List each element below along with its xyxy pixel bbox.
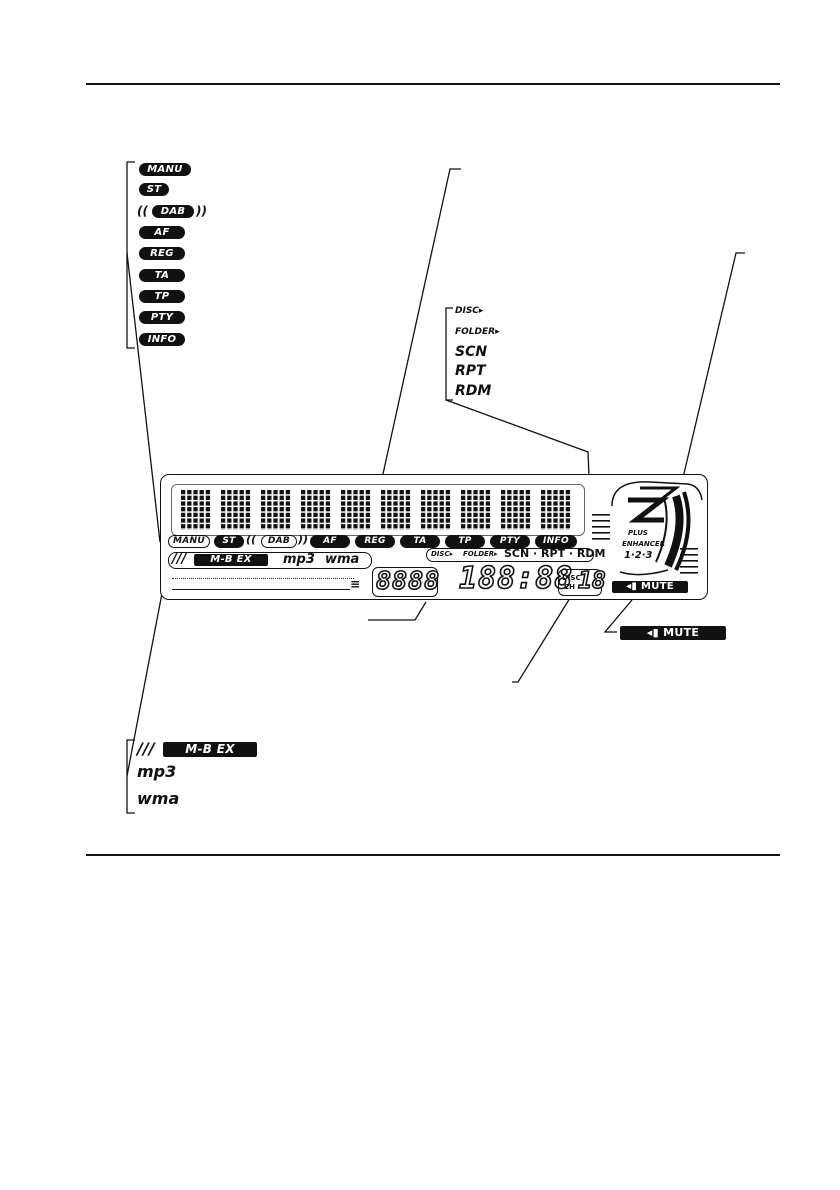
lcd-playmode-strip (426, 548, 594, 562)
tp-indicator: TP (139, 290, 185, 303)
lcd-pty: PTY (490, 535, 530, 548)
matrix-char (301, 490, 332, 530)
af-indicator: AF (139, 226, 185, 239)
top-rule (86, 83, 780, 85)
lcd-mbex: M-B EX (194, 554, 268, 566)
dab-indicator: DAB (152, 205, 194, 218)
mp3-indicator: mp3 (137, 762, 177, 781)
lcd-small-digits: 8888 (375, 565, 441, 596)
lcd-small-digit-box (372, 567, 438, 597)
matrix-char (461, 490, 492, 530)
lcd-mute: ◂▮ MUTE (612, 581, 688, 593)
matrix-char (341, 490, 372, 530)
lcd-disc-label: DISC (562, 574, 581, 582)
lcd-audio-strip (168, 552, 372, 569)
matrix-char (501, 490, 532, 530)
st-indicator: ST (139, 183, 169, 196)
lcd-mbex-bars-icon: /// (172, 552, 187, 567)
lcd-large-digits: 188:88 (458, 560, 574, 597)
matrix-char (381, 490, 412, 530)
wma-indicator: wma (137, 789, 180, 808)
enhancer-label: ENHANCER (622, 540, 666, 548)
lcd-disc-ch-box (558, 569, 602, 596)
manu-indicator: MANU (139, 163, 191, 176)
bottom-rule (86, 854, 780, 856)
dab-wave-right-icon: )) (196, 204, 207, 218)
enhancer-levels: 1·2·3 (624, 550, 653, 561)
lcd-level-bar (172, 589, 350, 590)
lcd-modes: SCN · RPT · RDM (504, 547, 606, 560)
mute-label: MUTE (663, 626, 700, 639)
lcd-level-dots (172, 578, 354, 579)
lcd-st: ST (214, 535, 244, 548)
matrix-char (181, 490, 212, 530)
lcd-ch-label: CH (564, 583, 575, 591)
lcd-disc: DISC▸ (431, 550, 454, 558)
info-indicator: INFO (139, 333, 185, 346)
rpt-indicator: RPT (455, 363, 486, 379)
lcd-mute-speaker-icon: ◂▮ (626, 581, 641, 592)
folder-indicator: FOLDER▸ (455, 327, 500, 337)
reg-indicator: REG (139, 247, 185, 260)
lcd-disc-digits: 18 (577, 567, 606, 595)
dab-wave-left-icon: (( (137, 204, 148, 218)
mute-speaker-icon: ◂▮ (646, 626, 664, 639)
scn-indicator: SCN (455, 344, 488, 360)
mbex-bars-icon: /// (137, 739, 155, 758)
lcd-wma: wma (325, 552, 360, 567)
mbex-indicator: M-B EX (163, 742, 257, 757)
matrix-char (421, 490, 452, 530)
lcd-tp: TP (445, 535, 485, 548)
lcd-manu: MANU (168, 535, 210, 548)
lcd-af: AF (310, 535, 350, 548)
disc-indicator: DISC▸ (455, 306, 484, 316)
matrix-char (221, 490, 252, 530)
matrix-char (541, 490, 572, 530)
enhancer-plus-label: PLUS (628, 529, 648, 537)
lcd-dab: DAB (261, 535, 297, 548)
lcd-reg: REG (355, 535, 395, 548)
mute-indicator: ◂▮ MUTE (620, 626, 726, 640)
lcd-mute-label: MUTE (640, 581, 674, 592)
ta-indicator: TA (139, 269, 185, 282)
matrix-char (261, 490, 292, 530)
pty-indicator: PTY (139, 311, 185, 324)
lcd-info: INFO (535, 535, 577, 548)
lcd-ta: TA (400, 535, 440, 548)
lcd-mp3: mp3 (283, 552, 315, 567)
lcd-level-tail-icon: ≡ (350, 577, 361, 591)
lcd-dab-wave-left-icon: (( (246, 533, 257, 546)
lcd-dab-wave-right-icon: )) (298, 533, 309, 546)
rdm-indicator: RDM (455, 383, 492, 399)
lcd-folder: FOLDER▸ (463, 550, 498, 558)
